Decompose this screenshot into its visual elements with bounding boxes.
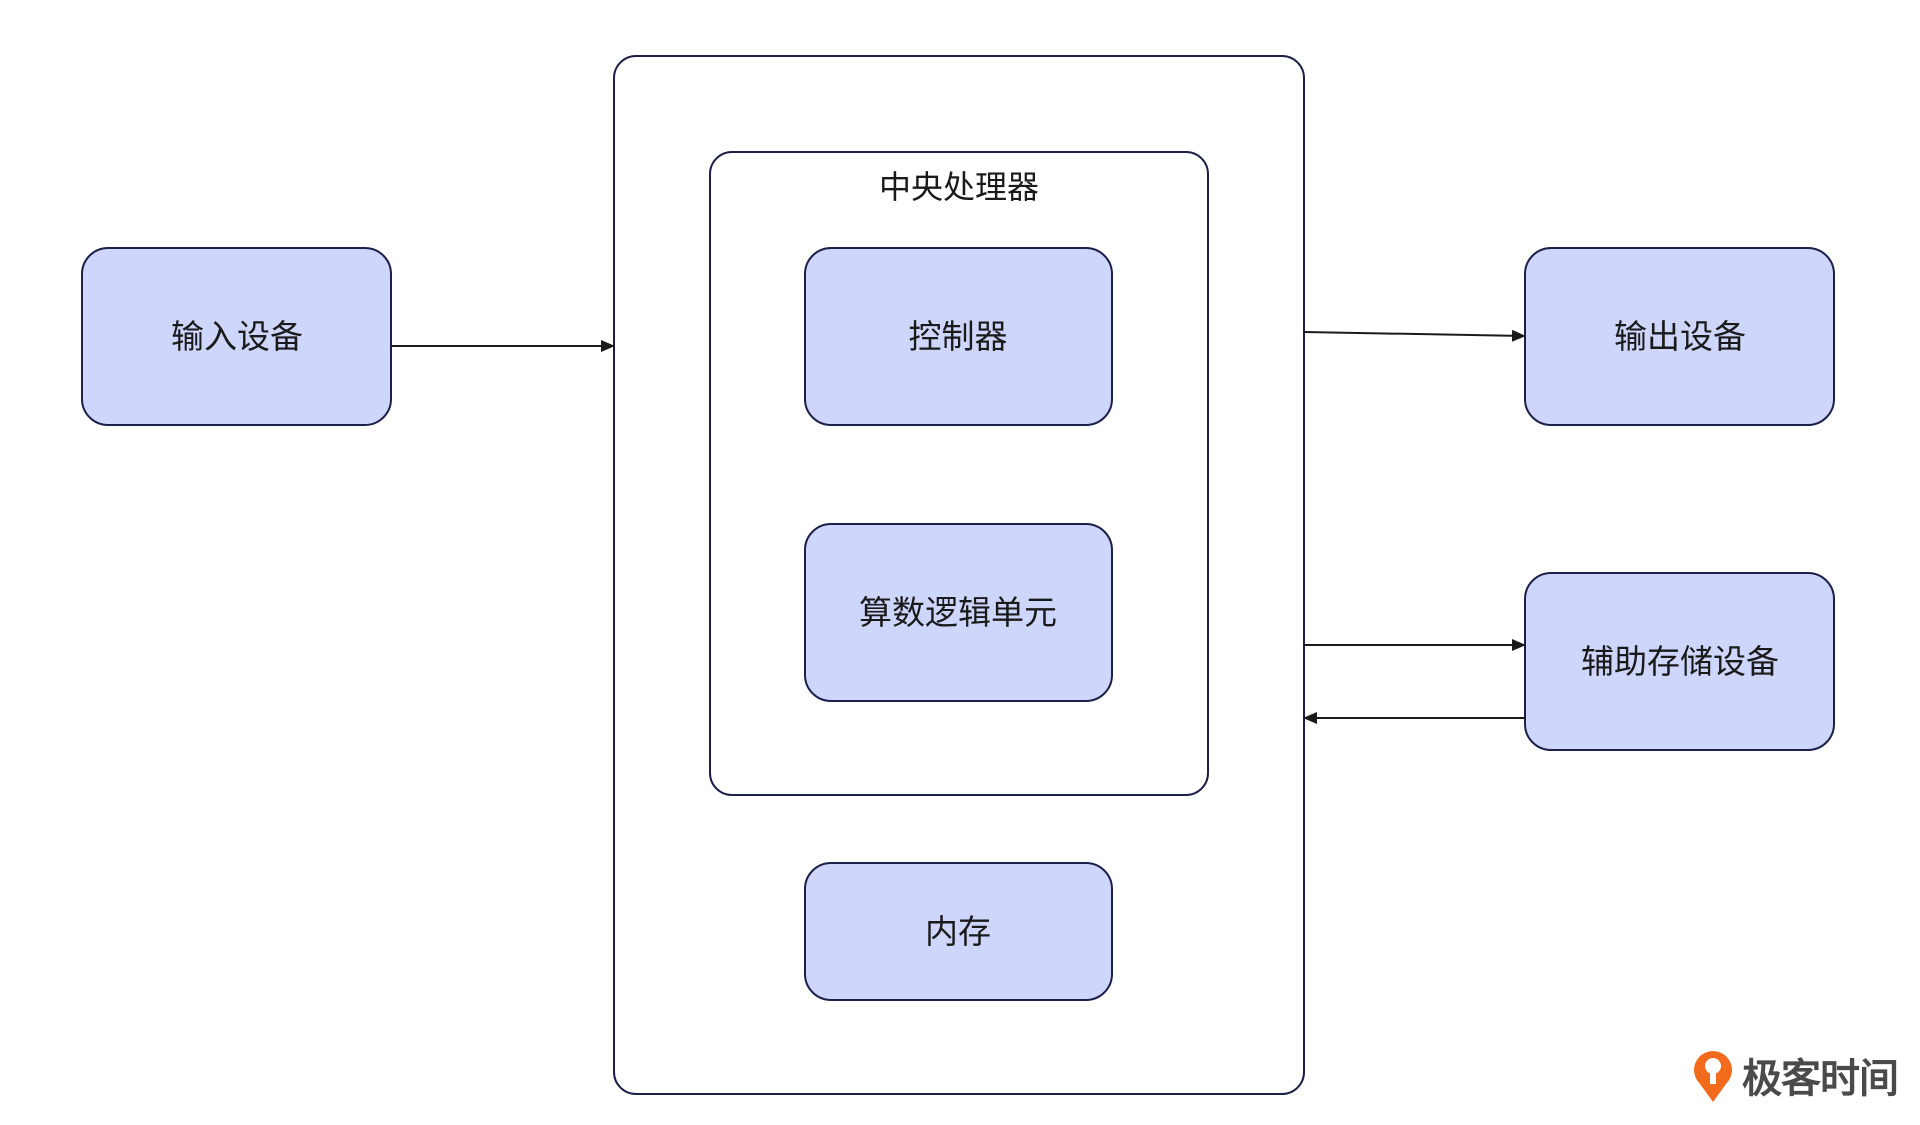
input-device-label: 输入设备 [171, 317, 303, 356]
input-device-node: 输入设备 [81, 247, 392, 426]
output-device-label: 输出设备 [1614, 317, 1746, 356]
memory-label: 内存 [925, 912, 991, 951]
edge-computer-to-output [1303, 329, 1526, 342]
alu-node: 算数逻辑单元 [804, 523, 1113, 702]
alu-label: 算数逻辑单元 [859, 593, 1057, 632]
cpu-group-label: 中央处理器 [879, 168, 1039, 206]
watermark-text: 极客时间 [1742, 1056, 1898, 1102]
watermark: 极客时间 [1694, 1051, 1899, 1102]
output-device-node: 输出设备 [1524, 247, 1835, 426]
geektime-logo-icon [1694, 1051, 1732, 1102]
aux-storage-label: 辅助存储设备 [1581, 642, 1779, 681]
aux-storage-node: 辅助存储设备 [1524, 572, 1835, 751]
memory-node: 内存 [804, 862, 1113, 1001]
controller-node: 控制器 [804, 247, 1113, 426]
controller-label: 控制器 [909, 317, 1008, 356]
